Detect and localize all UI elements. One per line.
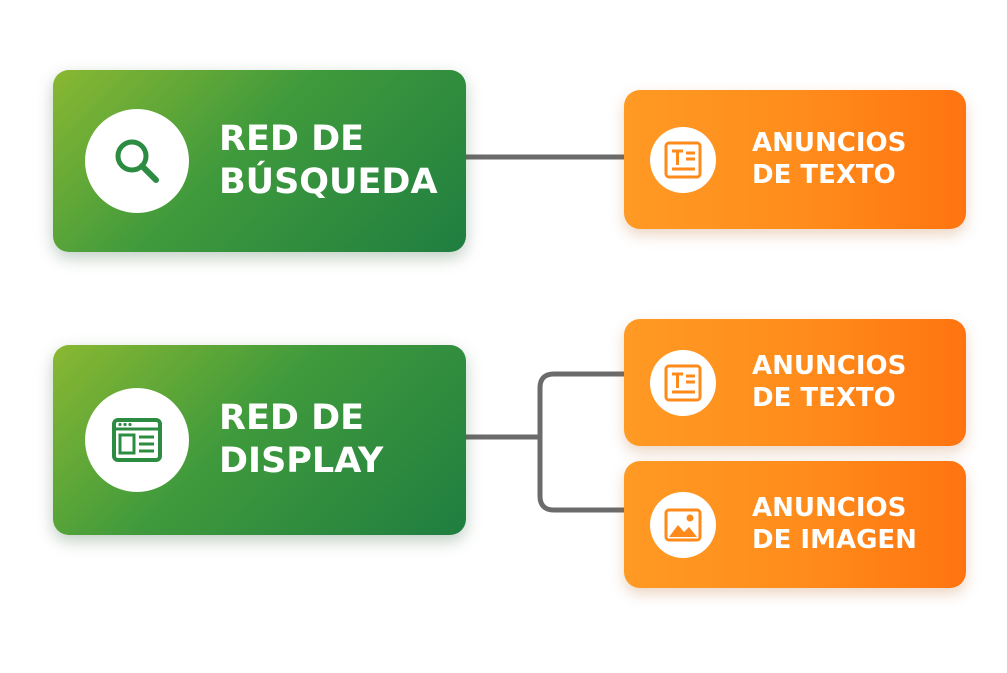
search-icon (115, 139, 159, 183)
display-image-ads-label-line2: DE IMAGEN (752, 524, 917, 555)
display-text-ads-label-line1: ANUNCIOS (752, 350, 907, 381)
search-network-box: RED DE BÚSQUEDA (53, 70, 466, 252)
browser-window-icon (112, 418, 162, 462)
text-ad-icon (664, 141, 702, 178)
display-icon-circle (85, 388, 189, 492)
search-text-ads-label-line1: ANUNCIOS (752, 127, 907, 158)
text-ad-icon-circle (650, 349, 716, 416)
search-text-ads-label: ANUNCIOS DE TEXTO (752, 128, 906, 191)
display-text-ads-label: ANUNCIOS DE TEXTO (752, 351, 906, 414)
search-network-label-line2: BÚSQUEDA (219, 162, 438, 202)
connector-display-branch (537, 371, 627, 513)
text-ad-icon-circle (650, 126, 716, 193)
display-network-label-line2: DISPLAY (219, 441, 384, 481)
display-image-ads-box: ANUNCIOS DE IMAGEN (624, 461, 966, 588)
display-image-ads-label-line1: ANUNCIOS (752, 492, 907, 523)
search-icon-circle (85, 109, 189, 213)
search-network-label-line1: RED DE (219, 119, 365, 160)
display-text-ads-box: ANUNCIOS DE TEXTO (624, 319, 966, 446)
text-ad-icon (664, 364, 702, 401)
display-text-ads-label-line2: DE TEXTO (752, 382, 896, 413)
image-icon-circle (650, 491, 716, 558)
display-image-ads-label: ANUNCIOS DE IMAGEN (752, 493, 917, 556)
search-network-label: RED DE BÚSQUEDA (219, 118, 438, 203)
search-text-ads-box: ANUNCIOS DE TEXTO (624, 90, 966, 229)
display-network-label-line1: RED DE (219, 398, 365, 439)
display-network-box: RED DE DISPLAY (53, 345, 466, 535)
display-network-label: RED DE DISPLAY (219, 397, 383, 482)
image-icon (664, 508, 702, 541)
search-text-ads-label-line2: DE TEXTO (752, 159, 896, 190)
